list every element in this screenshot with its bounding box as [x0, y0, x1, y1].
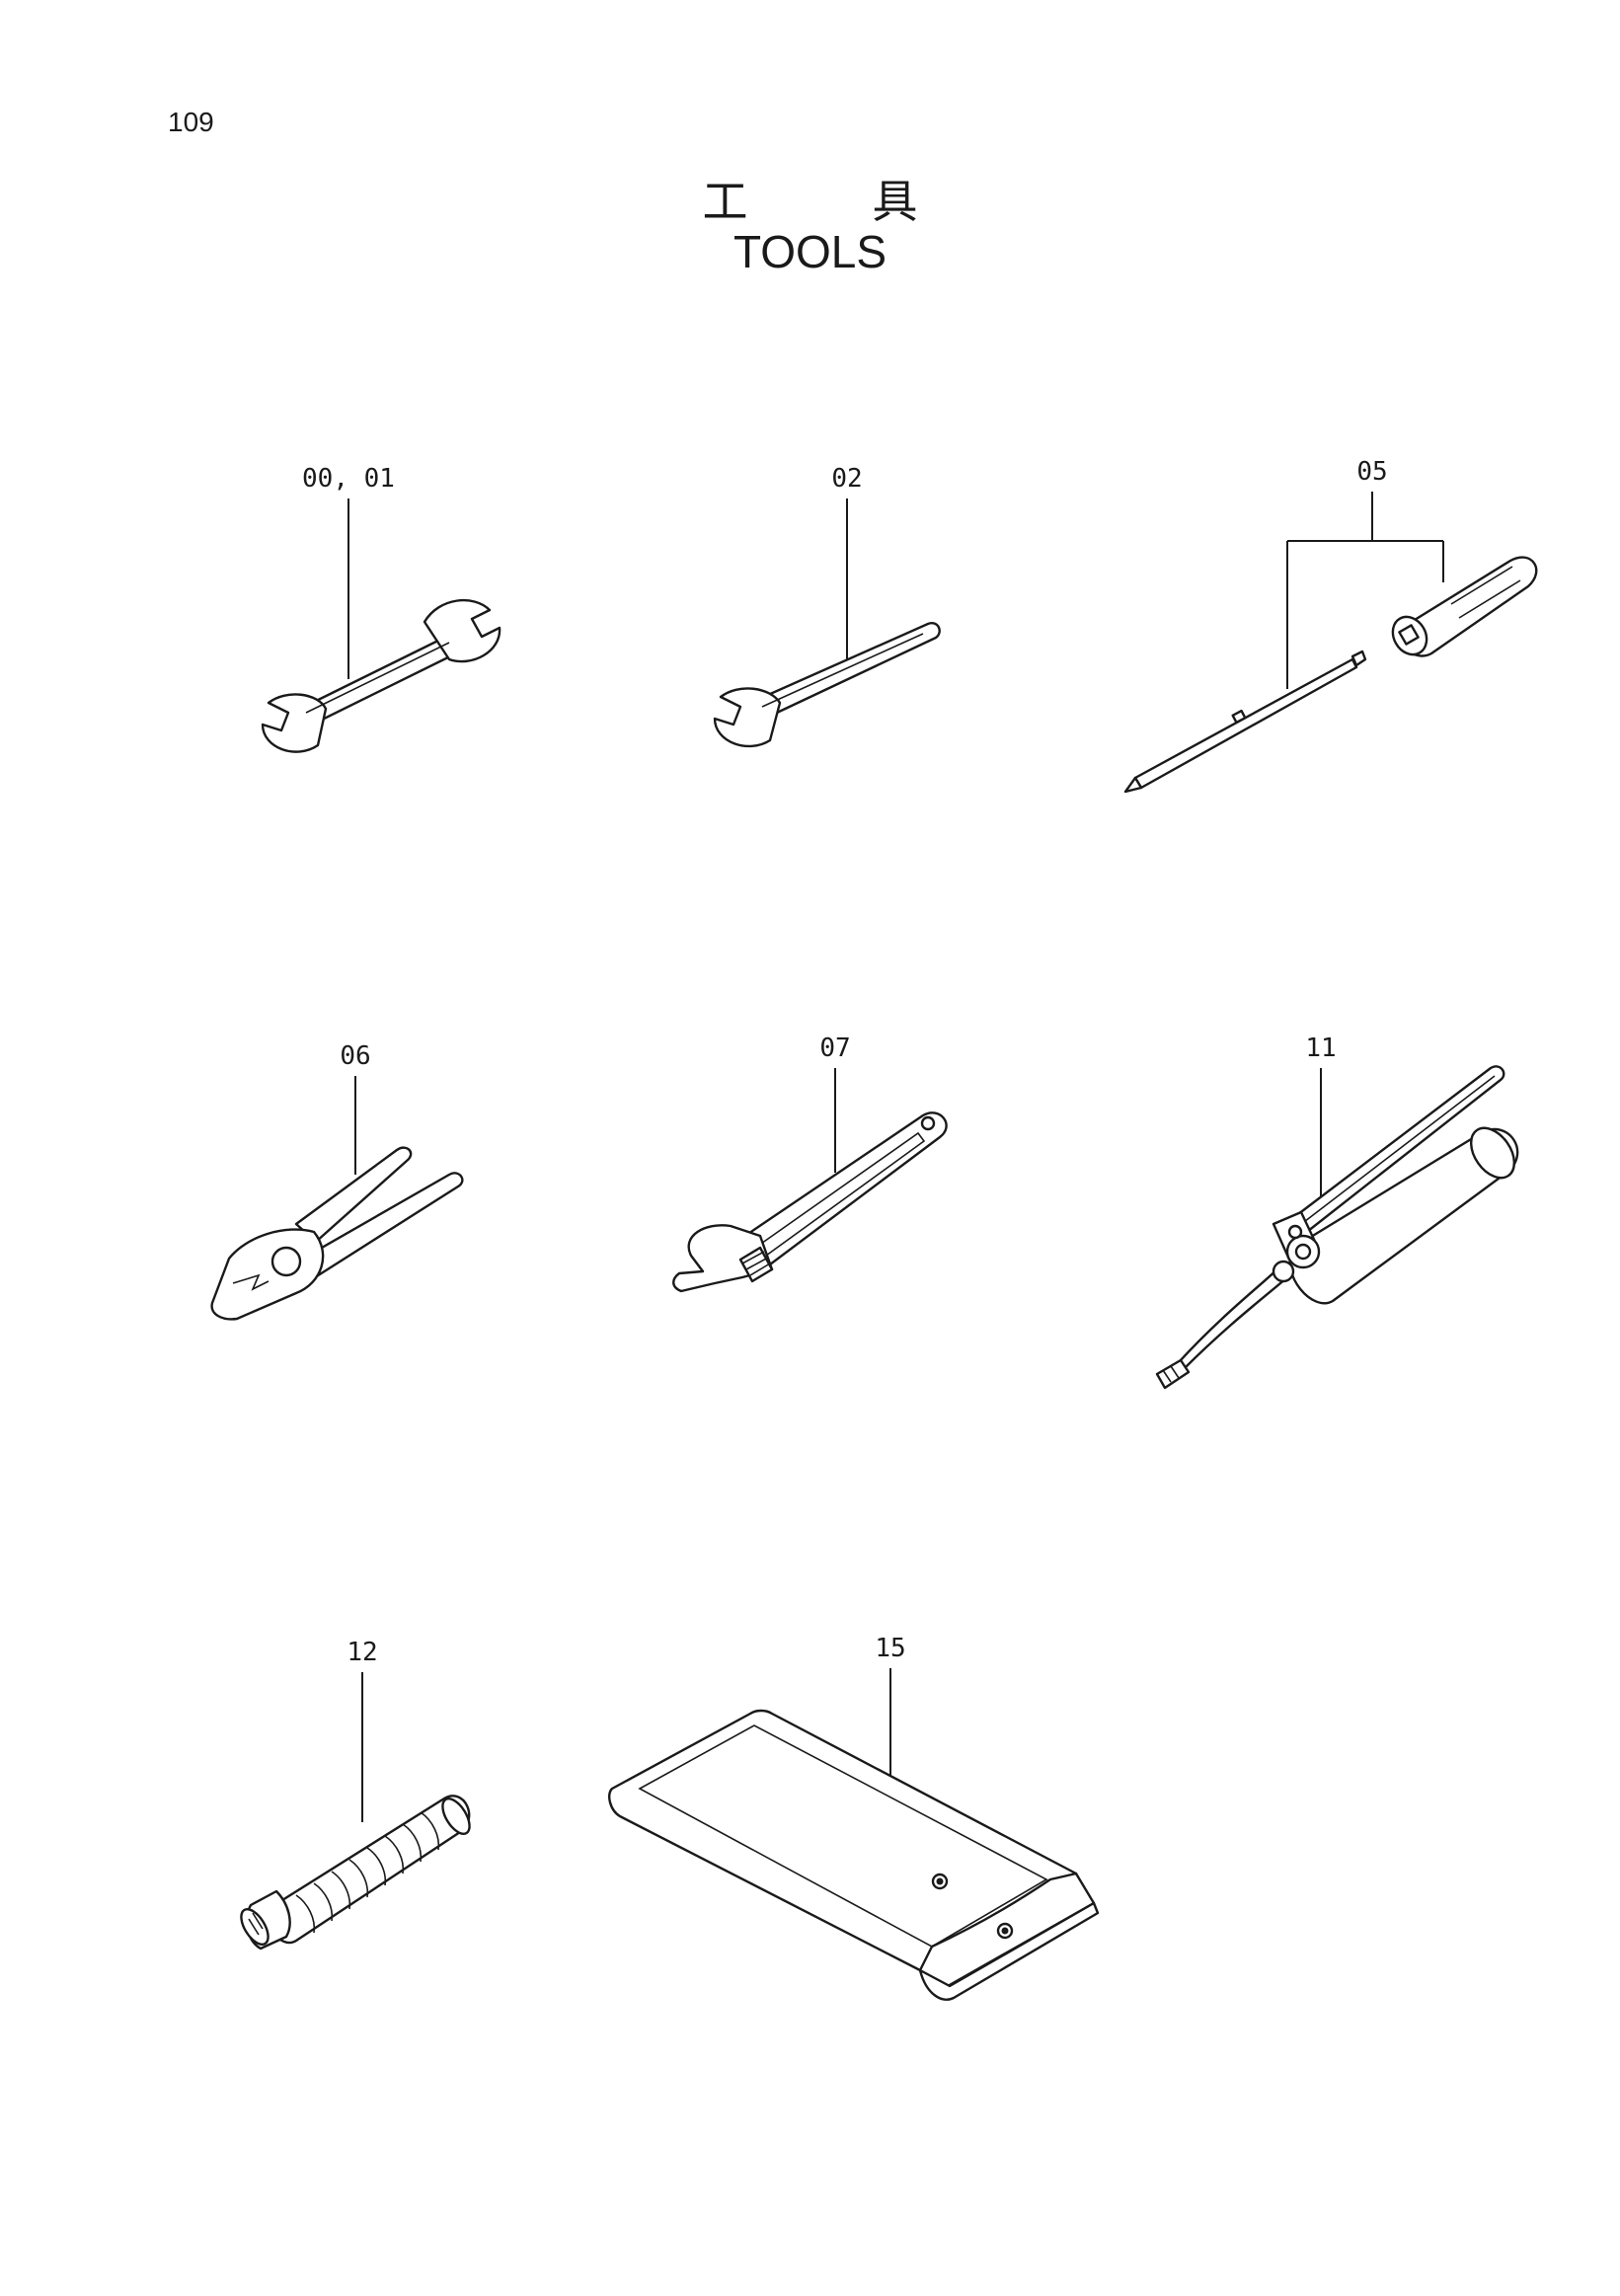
leader-line — [1286, 492, 1444, 689]
adjustable-wrench-icon — [672, 1111, 948, 1293]
pliers-icon — [210, 1146, 464, 1321]
callout-label: 06 — [340, 1041, 370, 1071]
part-grease-gun[interactable]: 11 — [1155, 1033, 1523, 1390]
part-bellows-nozzle[interactable]: 12 — [236, 1638, 475, 1951]
tool-bag-icon — [608, 1709, 1100, 2001]
part-pliers[interactable]: 06 — [210, 1041, 464, 1321]
page-title-japanese: 工 具 — [702, 175, 958, 228]
part-single-open-wrench[interactable]: 02 — [713, 464, 941, 748]
part-screwdriver[interactable]: 05 — [1123, 457, 1538, 794]
callout-label: 00, 01 — [302, 464, 395, 494]
screwdriver-icon — [1123, 556, 1538, 794]
callout-label: 02 — [831, 464, 862, 494]
callout-label: 15 — [875, 1634, 905, 1663]
callout-label: 05 — [1356, 457, 1387, 487]
double-open-wrench-icon — [261, 598, 501, 753]
part-double-open-wrench[interactable]: 00, 01 — [261, 464, 501, 753]
part-adjustable-wrench[interactable]: 07 — [672, 1033, 948, 1293]
grease-gun-icon — [1155, 1065, 1519, 1390]
callout-label: 12 — [347, 1638, 377, 1667]
callout-label: 11 — [1305, 1033, 1336, 1063]
bellows-nozzle-icon — [240, 1795, 471, 1951]
callout-label: 07 — [819, 1033, 850, 1063]
part-tool-bag[interactable]: 15 — [608, 1634, 1100, 2001]
page-title-english: TOOLS — [733, 226, 887, 277]
page-number: 109 — [168, 107, 214, 137]
single-open-wrench-icon — [713, 622, 941, 748]
